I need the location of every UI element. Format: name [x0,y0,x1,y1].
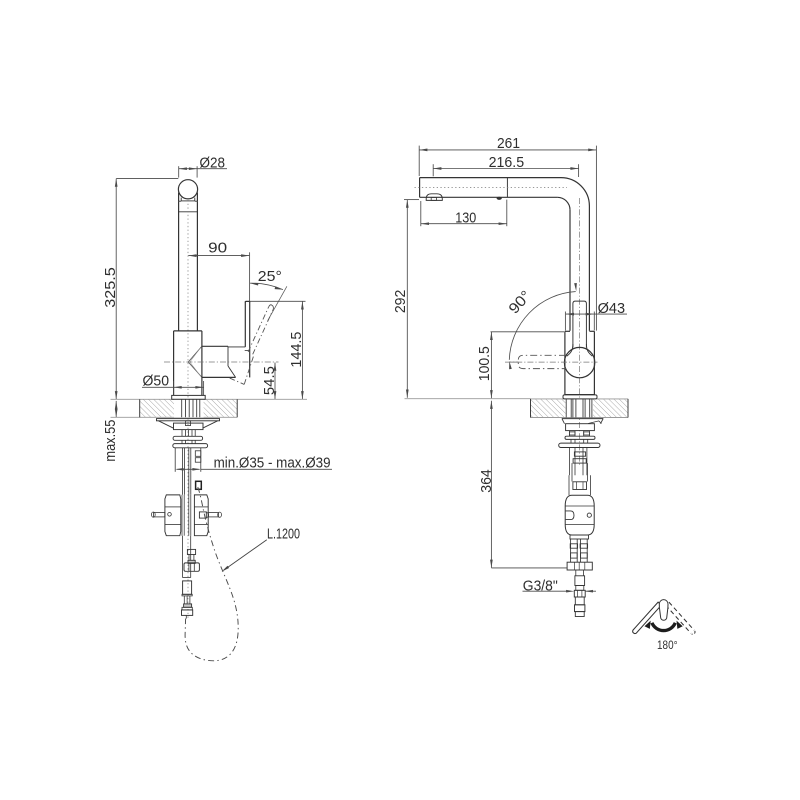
svg-text:Ø28: Ø28 [200,154,226,171]
svg-text:Ø50: Ø50 [143,373,170,390]
svg-text:90: 90 [208,240,227,257]
svg-text:L.1200: L.1200 [267,525,300,542]
svg-text:364: 364 [478,469,495,493]
svg-text:144.5: 144.5 [288,332,305,368]
svg-text:Ø43: Ø43 [598,300,626,317]
svg-text:130: 130 [455,209,476,226]
svg-text:max.55: max.55 [102,420,119,462]
svg-text:261: 261 [497,135,520,152]
svg-text:min.Ø35 - max.Ø39: min.Ø35 - max.Ø39 [214,454,331,471]
svg-text:292: 292 [392,290,409,314]
svg-text:180°: 180° [657,640,678,652]
svg-text:325.5: 325.5 [102,267,119,308]
svg-text:216.5: 216.5 [489,154,525,171]
svg-text:100.5: 100.5 [476,346,493,381]
svg-text:54.5: 54.5 [261,366,278,395]
svg-text:25°: 25° [258,268,282,285]
svg-text:G3/8": G3/8" [523,577,558,594]
